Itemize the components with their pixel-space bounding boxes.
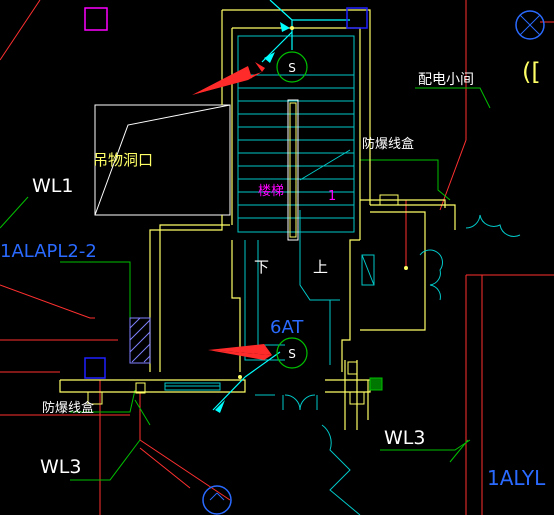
wire-ticks [134,399,469,463]
railing [289,102,297,238]
blue-marker-top [346,7,368,29]
explosion-box-right [349,391,365,405]
junction-dots [238,26,408,379]
label-panel-left: 1ALAPL2-2 [0,241,97,262]
lamp-top-label: S [288,61,296,75]
label-down: 下 [254,258,269,276]
label-stair-number: 1 [328,189,336,204]
panel-box [361,254,375,286]
label-dist-room: 配电小间 [418,72,474,88]
lamp-symbol-top-right [515,10,545,40]
label-partial-right: ([ [522,58,541,86]
handrail [287,99,299,241]
green-hatch [369,377,383,391]
label-panel-right: 1ALYL [487,466,546,490]
label-wl1: WL1 [32,175,73,197]
label-fixture-tag: 6AT [270,317,304,338]
switch-arrows [215,22,290,413]
lamp-bottom-label: S [288,347,296,361]
wall-box [379,194,399,206]
hatched-column [129,317,151,364]
label-stair: 楼梯 [258,184,284,199]
label-wl3-left: WL3 [40,456,81,478]
label-wl3-right: WL3 [384,427,425,449]
lamp-bottom: S [276,337,308,369]
small-box-2 [347,361,358,375]
hoist-opening [94,104,231,216]
lamp-top: S [276,51,308,83]
explosion-box-left [87,391,103,405]
stair [237,35,521,515]
lamp-symbol-bottom [202,485,232,515]
label-explosion-box-left: 防爆线盒 [42,400,94,416]
label-explosion-box-top: 防爆线盒 [362,136,414,152]
conduits [212,0,350,411]
small-box [135,382,146,394]
blue-marker-left [84,357,106,379]
magenta-marker [84,7,108,31]
label-up: 上 [313,258,328,276]
label-hoist-opening: 吊物洞口 [93,151,153,169]
pointer-arrows [192,62,272,360]
